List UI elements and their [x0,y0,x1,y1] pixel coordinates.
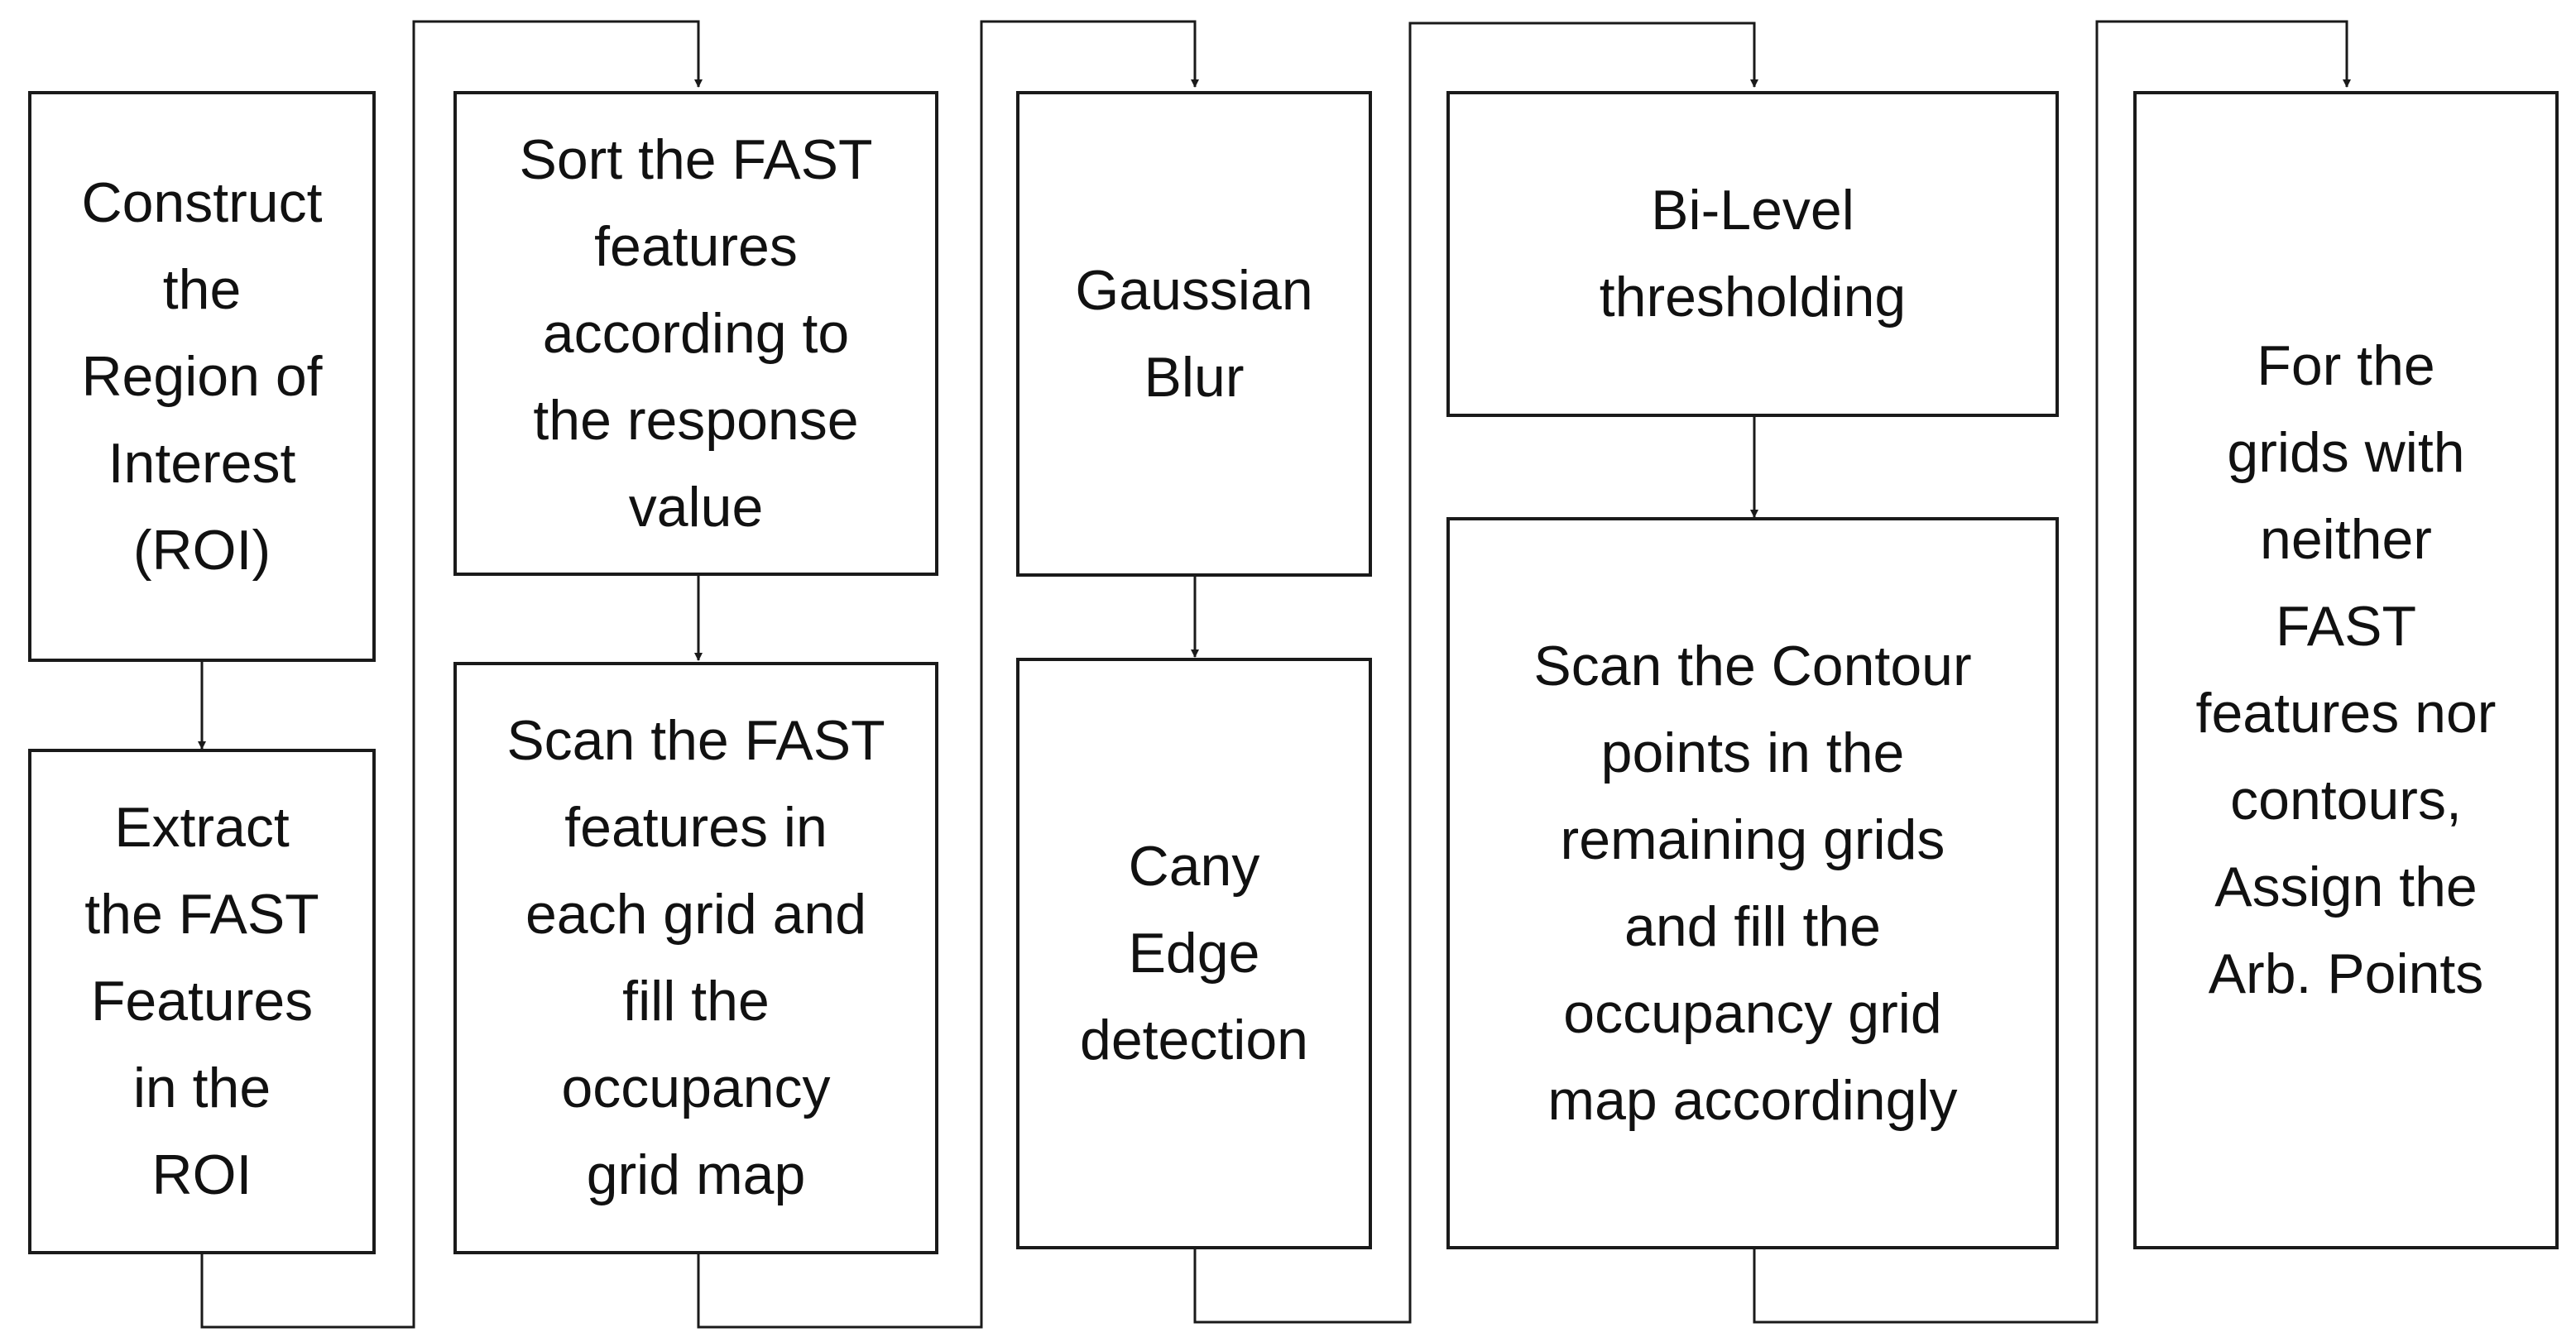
connector-scan-to-gaussian [697,20,1199,1329]
step-scan-contour-text: Scan the Contour points in the remaining… [1533,634,1972,1132]
step-canny-edge-text: Cany Edge detection [1080,835,1308,1071]
connector-canny-to-bilevel [1193,22,1758,1324]
step-gaussian-blur: Gaussian Blur [1016,91,1372,577]
step-extract-fast-text: Extract the FAST Features in the ROI [84,796,319,1206]
step-sort-fast-text: Sort the FAST features according to the … [519,127,873,539]
step-bilevel-threshold-text: Bi-Level thresholding [1599,179,1907,328]
step-construct-roi-text: Construct the Region of Interest (ROI) [81,170,323,582]
connector-extract-to-sort [200,20,703,1329]
step-scan-contour: Scan the Contour points in the remaining… [1446,517,2059,1249]
step-gaussian-blur-text: Gaussian Blur [1075,258,1313,409]
step-extract-fast: Extract the FAST Features in the ROI [28,749,376,1254]
step-bilevel-threshold: Bi-Level thresholding [1446,91,2059,417]
step-scan-fast: Scan the FAST features in each grid and … [453,662,938,1254]
step-scan-fast-text: Scan the FAST features in each grid and … [506,709,885,1206]
step-construct-roi: Construct the Region of Interest (ROI) [28,91,376,662]
step-canny-edge: Cany Edge detection [1016,658,1372,1249]
step-assign-arb-points-text: For the grids with neither FAST features… [2195,334,2497,1005]
connector-contour-to-assign [1753,20,2351,1324]
step-assign-arb-points: For the grids with neither FAST features… [2133,91,2559,1249]
step-sort-fast: Sort the FAST features according to the … [453,91,938,576]
